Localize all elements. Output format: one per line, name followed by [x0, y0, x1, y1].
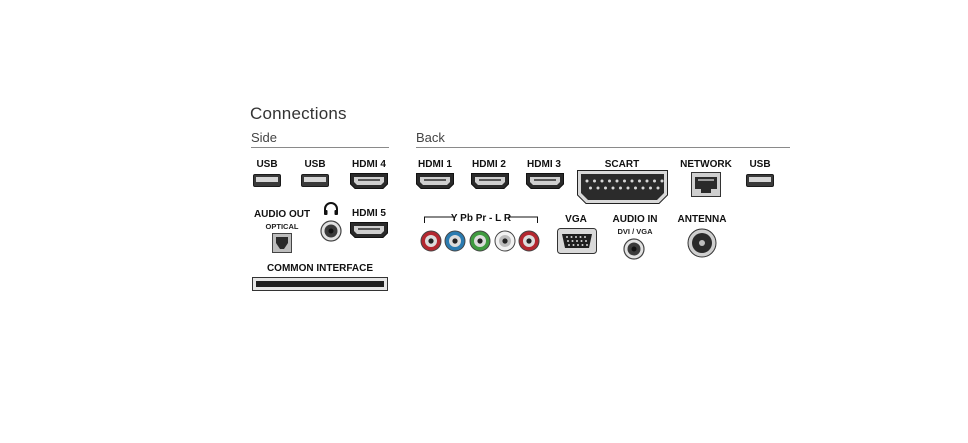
vga-pin [581, 244, 584, 246]
scart-pin [626, 186, 630, 190]
vga-pin [577, 244, 579, 246]
hdmi3-port [526, 173, 564, 189]
vga-pin [576, 240, 578, 242]
vga-pin [568, 244, 570, 246]
side-section-label: Side [251, 130, 278, 145]
side-hdmi5-port [350, 222, 388, 238]
common-interface-label: COMMON INTERFACE [266, 263, 374, 274]
network-port [691, 172, 721, 197]
scart-pin [589, 186, 592, 190]
side-divider [251, 147, 389, 148]
side-hdmi5-label: HDMI 5 [352, 208, 386, 219]
scart-pin [653, 179, 656, 183]
vga-label: VGA [565, 214, 587, 225]
scart-pin [645, 179, 649, 183]
scart-pin [638, 179, 641, 183]
scart-pin [611, 186, 615, 190]
vga-pin [584, 236, 586, 238]
vga-pin [572, 244, 575, 246]
vga-pin [570, 236, 573, 238]
scart-pin [660, 179, 664, 183]
audio-in-label: AUDIO IN [612, 214, 658, 225]
antenna-label: ANTENNA [677, 214, 727, 225]
vga-pin [566, 236, 568, 238]
scart-label: SCART [604, 159, 640, 170]
headphone-icon [324, 202, 338, 215]
optical-label: OPTICAL [265, 222, 299, 231]
hdmi2-port [471, 173, 509, 189]
scart-pin [604, 186, 607, 190]
scart-pin [619, 186, 622, 190]
network-label: NETWORK [680, 159, 732, 170]
side-usb-1-port [253, 174, 281, 187]
audio-in-jack [623, 238, 645, 260]
scart-pin [593, 179, 596, 183]
side-usb-2-port [301, 174, 329, 187]
scart-port [577, 170, 668, 204]
scart-pin [649, 186, 652, 190]
vga-pin [575, 236, 577, 238]
vga-pin [567, 240, 569, 242]
optical-port [272, 233, 292, 253]
headphone-jack [320, 220, 342, 242]
ypbpr-label: Y Pb Pr - L R [450, 213, 512, 224]
scart-pin [623, 179, 626, 183]
hdmi1-port [416, 173, 454, 189]
common-interface-slot [252, 277, 388, 291]
back-usb-port [746, 174, 774, 187]
rca-pr-jack [469, 230, 491, 252]
hdmi3-label: HDMI 3 [527, 159, 561, 170]
rca-audio-r-jack [518, 230, 540, 252]
back-divider [416, 147, 790, 148]
rca-pb-jack [444, 230, 466, 252]
side-hdmi4-port [350, 173, 388, 189]
scart-pin [615, 179, 619, 183]
ypbpr-bracket [424, 216, 538, 223]
vga-pin [585, 240, 587, 242]
rca-y-jack [420, 230, 442, 252]
vga-pin [571, 240, 574, 242]
vga-pin [579, 236, 582, 238]
scart-pin [600, 179, 604, 183]
back-usb-label: USB [749, 159, 771, 170]
vga-pin [586, 244, 588, 246]
scart-pin [656, 186, 660, 190]
scart-pin [608, 179, 611, 183]
side-usb-1-label: USB [256, 159, 278, 170]
hdmi1-label: HDMI 1 [418, 159, 452, 170]
antenna-port [687, 228, 717, 258]
dvi-vga-label: DVI / VGA [617, 227, 653, 236]
scart-pin [641, 186, 645, 190]
scart-pin [634, 186, 637, 190]
side-usb-2-label: USB [304, 159, 326, 170]
side-hdmi4-label: HDMI 4 [352, 159, 386, 170]
audio-out-label: AUDIO OUT [253, 209, 311, 220]
vga-port [557, 228, 597, 254]
scart-pin [585, 179, 589, 183]
scart-pin [630, 179, 634, 183]
scart-pin [596, 186, 600, 190]
back-section-label: Back [416, 130, 445, 145]
page-title: Connections [250, 104, 347, 123]
vga-pin [580, 240, 583, 242]
rca-audio-l-jack [494, 230, 516, 252]
hdmi2-label: HDMI 2 [472, 159, 506, 170]
